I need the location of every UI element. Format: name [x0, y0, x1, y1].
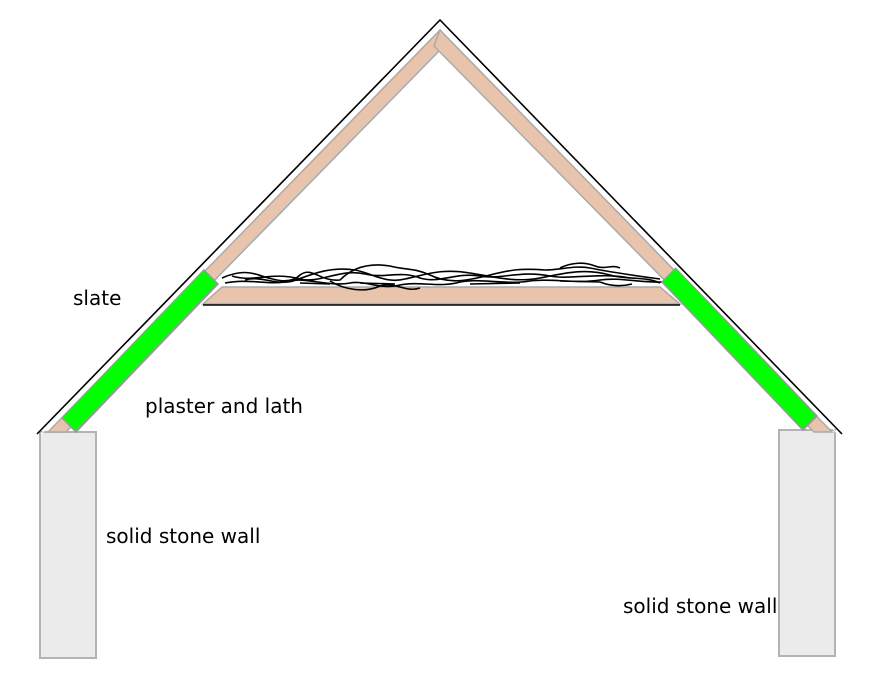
label-plaster-and-lath: plaster and lath: [145, 394, 303, 418]
label-right-stone-wall: solid stone wall: [623, 594, 777, 618]
slate-roof-covering: [36, 18, 843, 435]
left-plaster-lath: [60, 268, 220, 434]
label-left-stone-wall: solid stone wall: [106, 524, 260, 548]
left-stone-wall: [39, 431, 97, 659]
label-slate: slate: [73, 286, 121, 310]
loft-insulation: [221, 262, 663, 291]
right-stone-wall: [778, 429, 836, 657]
right-plaster-lath: [660, 266, 819, 432]
ceiling-joist: [201, 286, 683, 305]
